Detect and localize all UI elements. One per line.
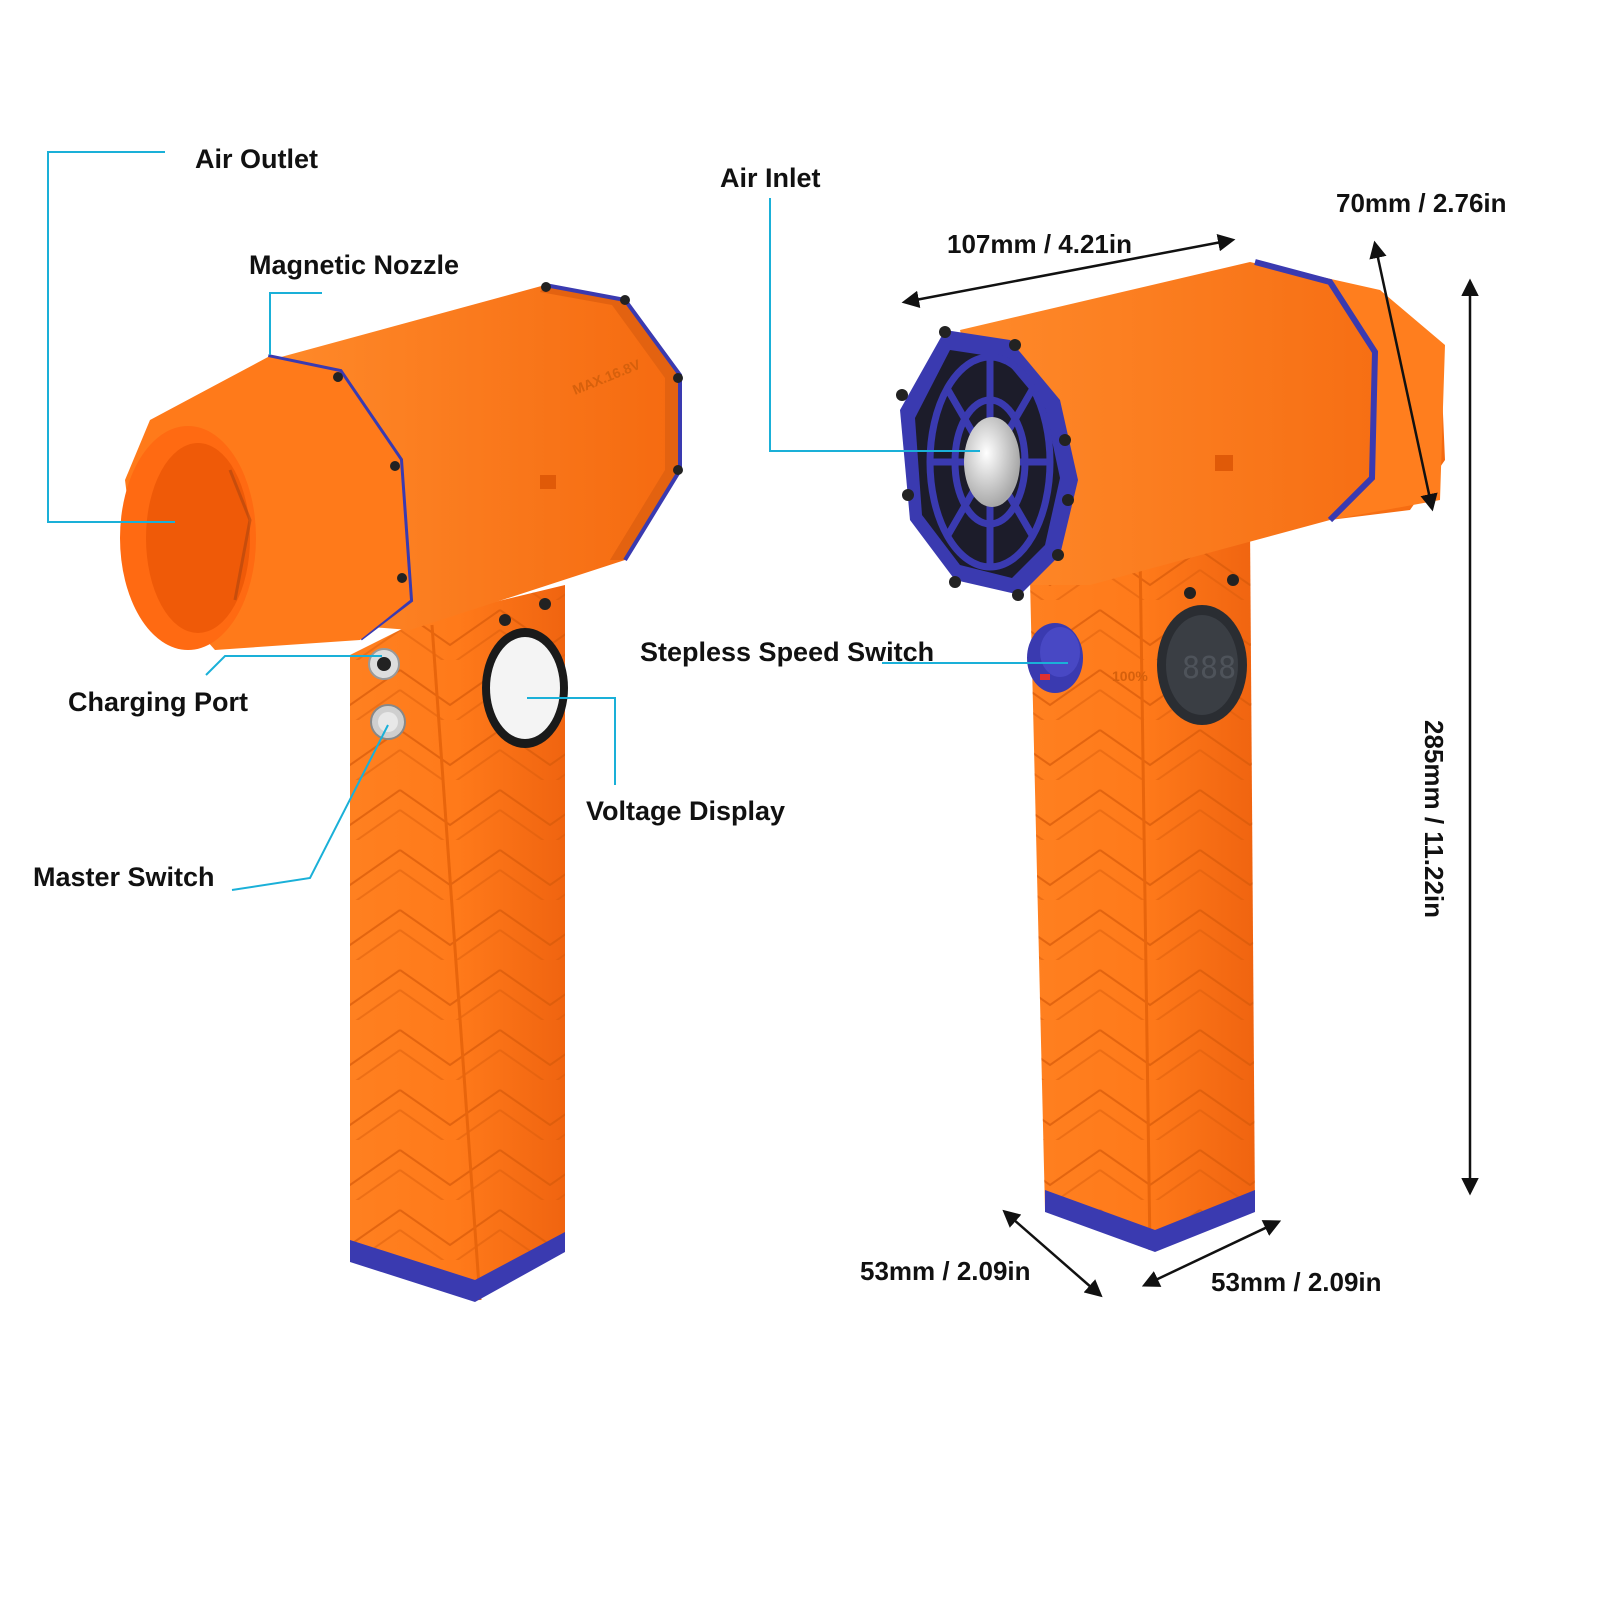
height-dimension-label: 285mm / 11.22in [1419, 720, 1449, 918]
screw-icon [620, 295, 630, 305]
handle-depth-dimension-label: 53mm / 2.09in [860, 1256, 1031, 1286]
screw-icon [1052, 549, 1064, 561]
screw-icon [939, 326, 951, 338]
handle-width-dimension-label: 53mm / 2.09in [1211, 1267, 1382, 1297]
screw-icon [902, 489, 914, 501]
screw-icon [499, 614, 511, 626]
screw-icon [1059, 434, 1071, 446]
magnetic-nozzle-leader [269, 292, 322, 355]
left-blower: MAX.16.8V [120, 282, 683, 1302]
screw-icon [1184, 587, 1196, 599]
air-inlet-grille [896, 326, 1078, 601]
screw-icon [397, 573, 407, 583]
handle-depth-arrow [1002, 1209, 1103, 1298]
left-head: MAX.16.8V [120, 282, 683, 650]
air-outlet-label: Air Outlet [195, 144, 318, 174]
master-switch-label: Master Switch [33, 862, 215, 892]
voltage-display [482, 628, 568, 748]
left-base-trim [350, 1232, 565, 1302]
air-inlet-leader [769, 198, 980, 452]
handle-width-arrow [1141, 1220, 1282, 1287]
digital-display: 888 [1157, 605, 1247, 725]
speed-max-emboss: 100% [1112, 668, 1148, 684]
charging-port-label: Charging Port [68, 687, 248, 717]
charging-port[interactable] [368, 648, 400, 680]
screw-icon [673, 373, 683, 383]
screw-icon [1227, 574, 1239, 586]
screw-icon [1009, 339, 1021, 351]
left-handle [350, 585, 565, 1302]
callout-lines [47, 151, 1068, 891]
right-blower: 888 100% [896, 259, 1445, 1252]
screw-icon [1012, 589, 1024, 601]
screw-icon [333, 372, 343, 382]
screw-icon [673, 465, 683, 475]
vent-slot [1215, 455, 1233, 471]
master-switch-leader [231, 724, 389, 891]
screw-icon [896, 389, 908, 401]
air-outlet-leader [47, 151, 175, 523]
screw-icon [539, 598, 551, 610]
voltage-display-leader [527, 697, 616, 785]
length-arrow [901, 234, 1236, 308]
screw-icon [390, 461, 400, 471]
stepless-speed-switch-label: Stepless Speed Switch [640, 637, 934, 667]
nozzle-diameter-dimension-label: 70mm / 2.76in [1336, 188, 1507, 218]
screw-icon [949, 576, 961, 588]
fan-cone [964, 417, 1020, 507]
speed-knob[interactable] [1027, 623, 1083, 693]
nozzle-diameter-arrow [1369, 240, 1438, 512]
master-switch[interactable] [370, 704, 406, 740]
screw-icon [1062, 494, 1074, 506]
charging-port-leader [205, 655, 382, 676]
voltage-display-label: Voltage Display [586, 796, 785, 826]
vent-slot [540, 475, 556, 489]
dimension-arrows [901, 234, 1479, 1298]
magnetic-nozzle-label: Magnetic Nozzle [249, 250, 459, 280]
svg-text:888: 888 [1182, 651, 1236, 686]
screw-icon [541, 282, 551, 292]
length-dimension-label: 107mm / 4.21in [947, 229, 1132, 259]
air-inlet-label: Air Inlet [720, 163, 821, 193]
